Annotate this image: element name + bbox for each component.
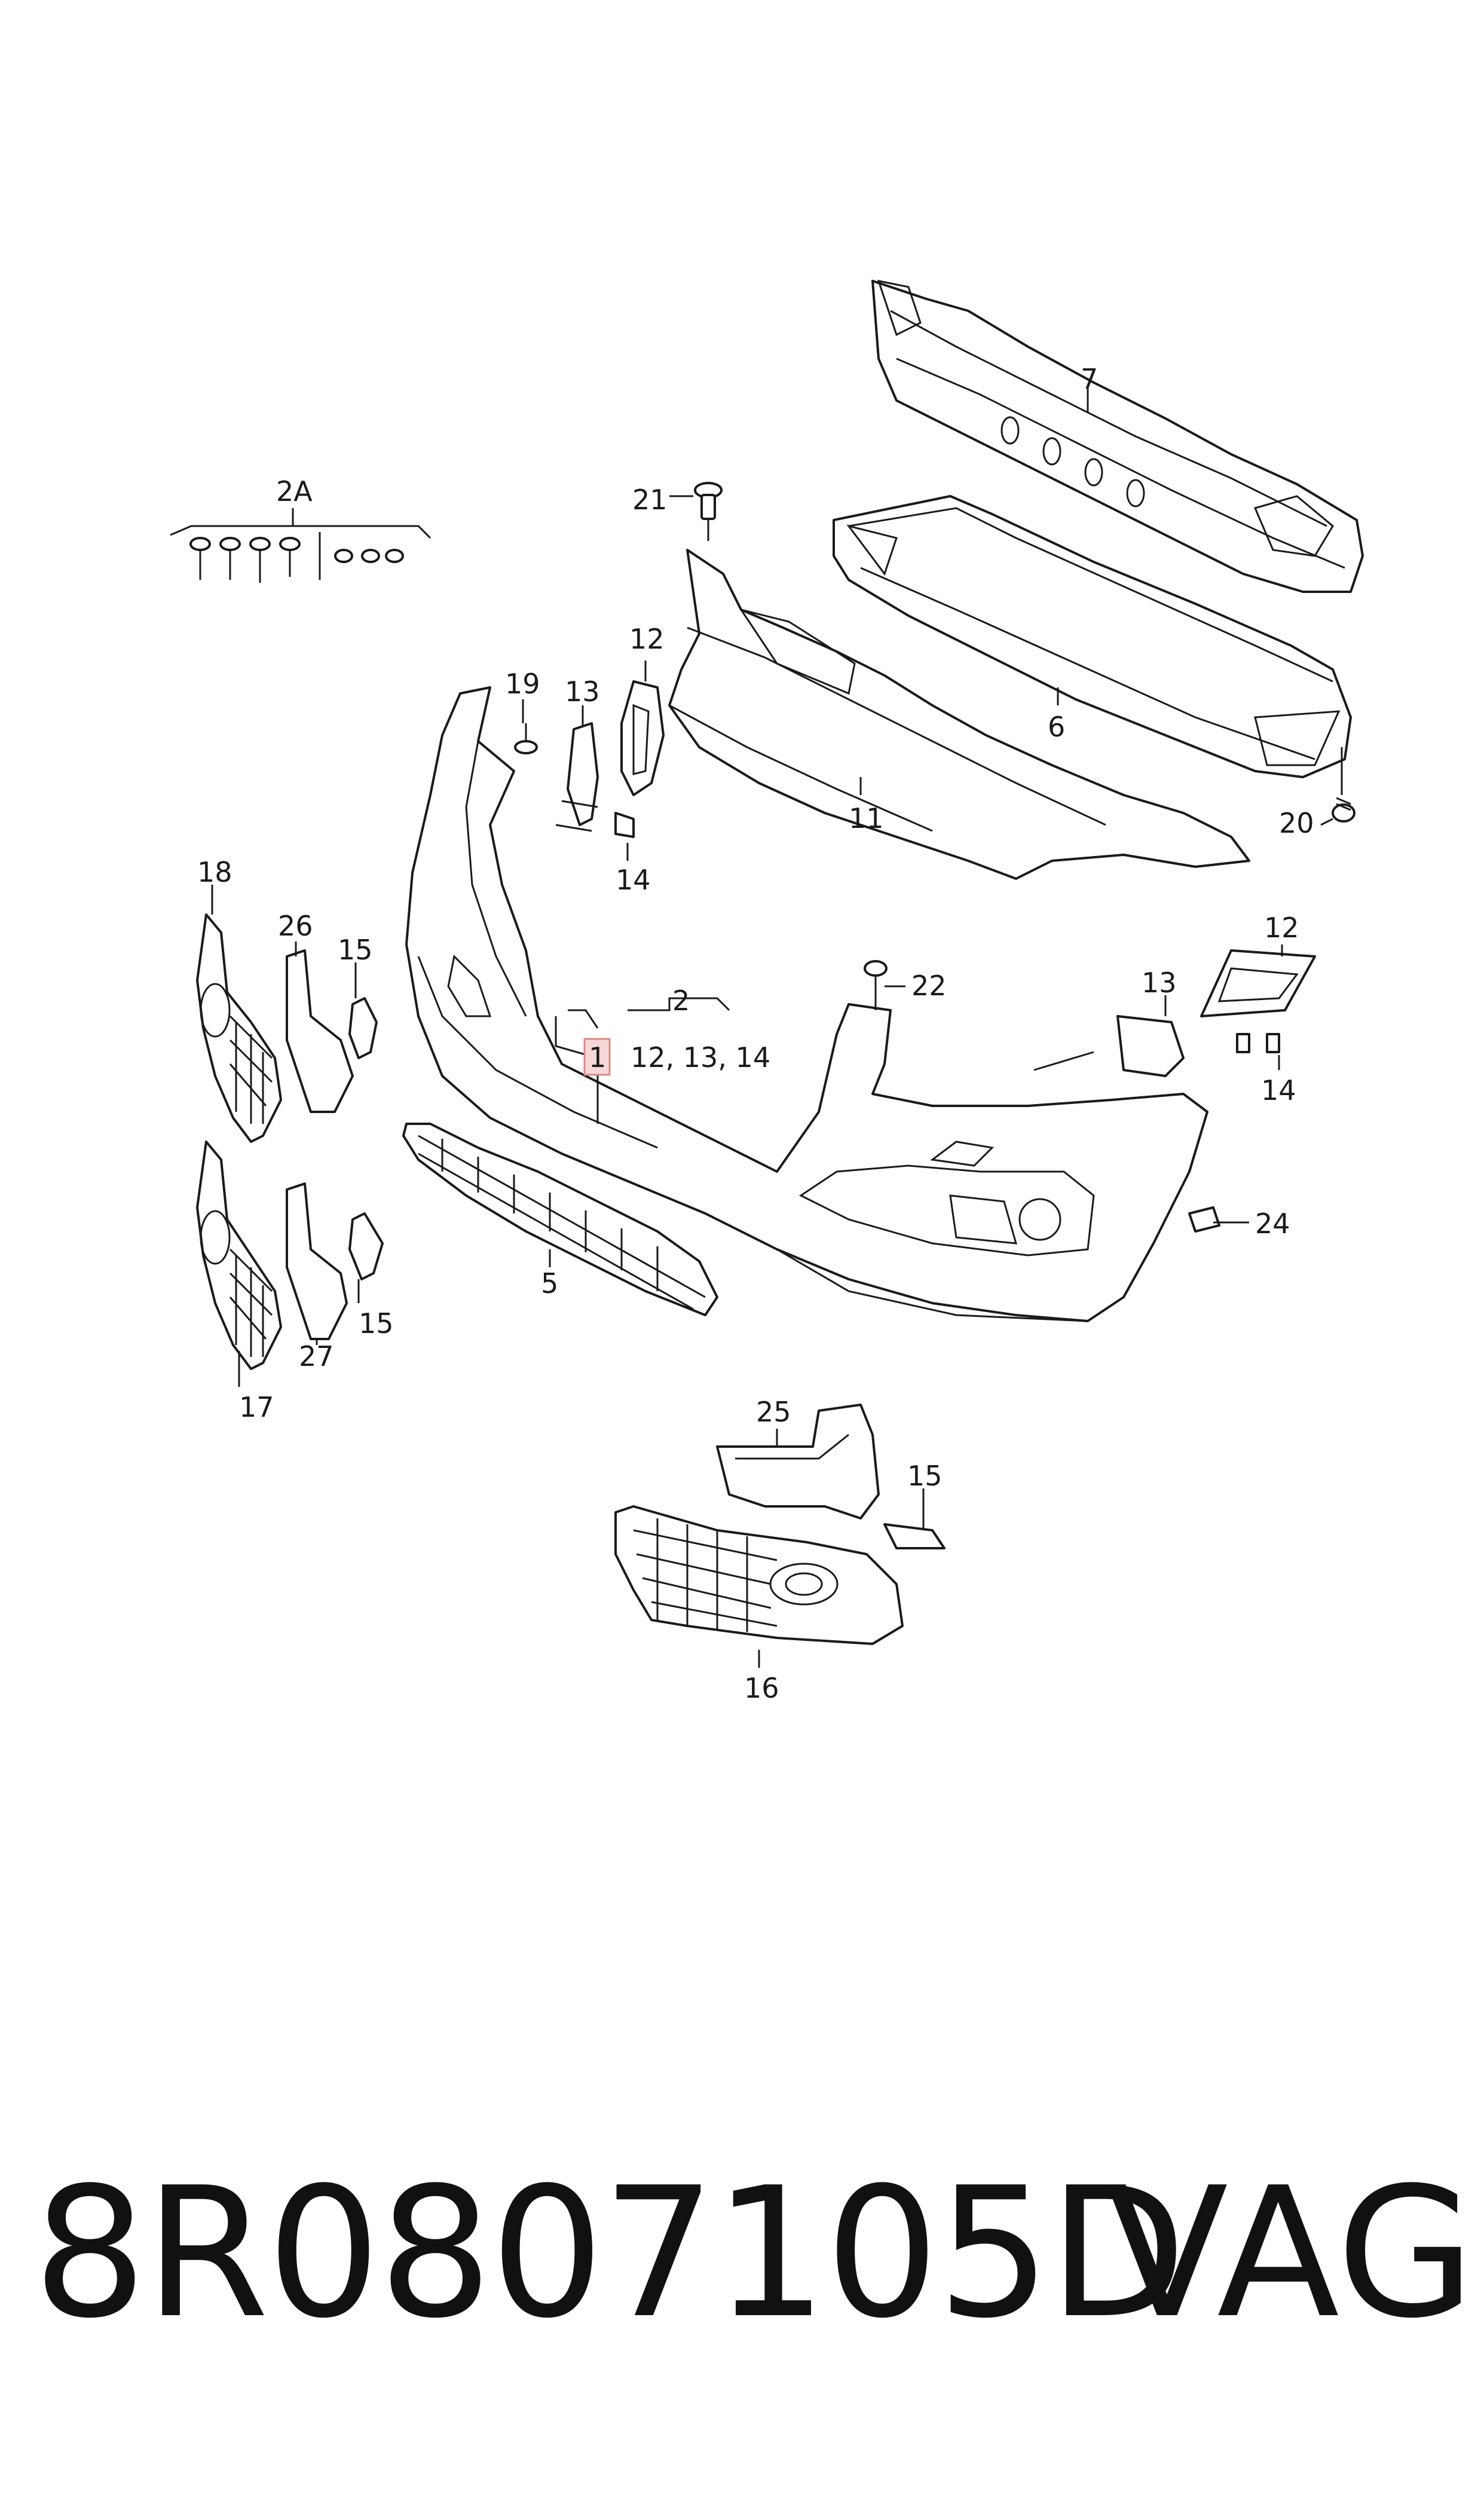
part-2a-hardware <box>170 508 432 583</box>
part-17-side-grille <box>196 1141 282 1370</box>
part-number-label: 8R0807105D <box>33 2149 1186 2358</box>
part-5-lower-grille <box>402 1123 718 1316</box>
part-15-clips <box>348 997 946 1549</box>
part-12-cover-right <box>1200 949 1316 1017</box>
part-16-fog-grille <box>614 1505 904 1645</box>
part-24-nut <box>1188 1206 1220 1233</box>
part-6-carrier <box>833 495 1352 778</box>
part-22-screw <box>864 960 888 1010</box>
part-25-bracket <box>716 1404 880 1520</box>
callout-2-children: 12, 13, 14 <box>631 1041 770 1074</box>
callout-16: 16 <box>744 1672 779 1704</box>
part-14-clip-upper <box>614 812 635 838</box>
part-19-bolt <box>514 723 538 754</box>
part-18-side-grille <box>196 913 282 1143</box>
part-13-bracket-right <box>1116 1015 1185 1077</box>
callout-27: 27 <box>299 1340 334 1372</box>
callout-7: 7 <box>1081 363 1098 395</box>
callout-22: 22 <box>911 970 947 1002</box>
part-21-clip <box>694 482 723 541</box>
callout-1: 1 <box>589 1041 606 1074</box>
callout-25: 25 <box>756 1396 791 1428</box>
callout-21: 21 <box>632 484 668 516</box>
callout-19: 19 <box>505 668 540 700</box>
callout-13-upper: 13 <box>565 675 600 708</box>
callout-14-right: 14 <box>1261 1074 1296 1106</box>
part-14-clip-right <box>1236 1033 1280 1053</box>
callout-26: 26 <box>278 910 313 942</box>
footer: 8R0807105D VAG <box>0 2128 1484 2379</box>
brand-label: VAG <box>1106 2149 1476 2358</box>
callout-12-right: 12 <box>1264 912 1299 944</box>
callout-6: 6 <box>1048 711 1065 743</box>
part-7-absorber <box>871 280 1364 593</box>
callout-15-a: 15 <box>338 934 373 966</box>
callout-2: 2 <box>672 985 690 1017</box>
callout-20: 20 <box>1279 807 1314 839</box>
callout-15-b: 15 <box>359 1307 394 1340</box>
callout-labels: 7 2A 21 6 12 19 13 11 20 14 18 26 15 12 … <box>197 363 1314 1704</box>
part-27-bracket <box>286 1182 348 1340</box>
part-26-bracket <box>286 949 354 1113</box>
callout-1-highlight <box>583 1038 611 1076</box>
part-12-cover-upper <box>620 680 665 796</box>
callout-5: 5 <box>541 1267 558 1300</box>
callout-17: 17 <box>239 1391 274 1423</box>
callout-12-upper: 12 <box>629 623 665 655</box>
callout-15-c: 15 <box>907 1460 943 1492</box>
callout-24: 24 <box>1255 1207 1290 1240</box>
part-20-screw <box>1332 747 1356 823</box>
part-11-spoiler <box>668 549 1250 880</box>
leader-lines <box>211 389 1333 1668</box>
callout-2a: 2A <box>276 475 313 508</box>
part-1-bumper-cover <box>405 686 1208 1322</box>
callout-18: 18 <box>197 856 232 888</box>
callout-11: 11 <box>849 802 884 834</box>
callout-14-upper: 14 <box>616 864 651 896</box>
callout-13-right: 13 <box>1142 967 1177 999</box>
part-13-bracket-upper <box>555 722 599 832</box>
